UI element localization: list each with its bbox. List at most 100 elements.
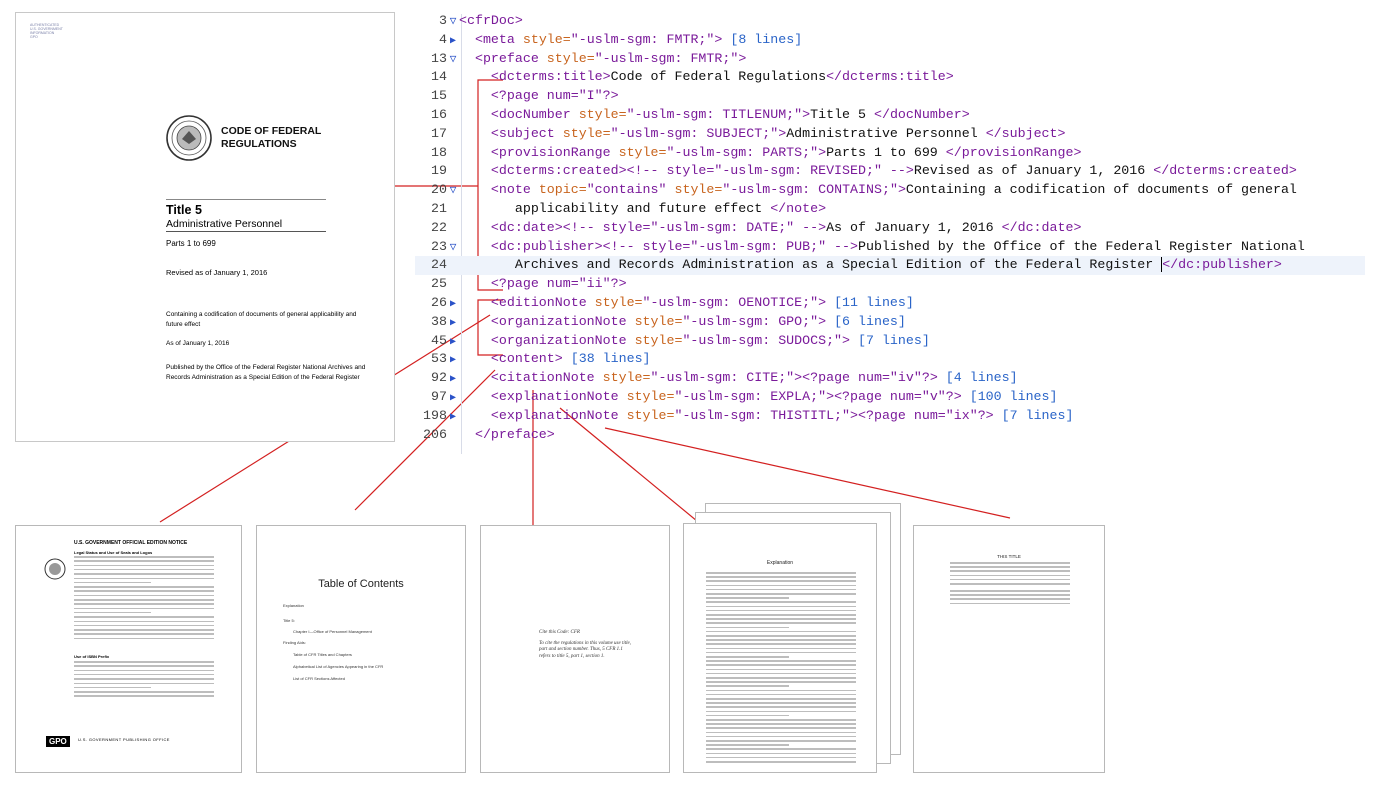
code-line[interactable]: 97▶ <explanationNote style="-uslm-sgm: E… <box>415 388 1058 407</box>
code-line[interactable]: 19 <dcterms:created><!-- style="-uslm-sg… <box>415 162 1297 181</box>
text-line-placeholder <box>74 573 214 575</box>
code-line[interactable]: 198▶ <explanationNote style="-uslm-sgm: … <box>415 407 1073 426</box>
code-line[interactable]: 21 applicability and future effect </not… <box>415 200 826 219</box>
code-line[interactable]: 15 <?page num="I"?> <box>415 87 619 106</box>
fold-open-icon[interactable]: ▽ <box>449 53 457 66</box>
code-token[interactable]: [11 lines] <box>826 295 914 310</box>
code-line[interactable]: 26▶ <editionNote style="-uslm-sgm: OENOT… <box>415 294 914 313</box>
text-line-placeholder <box>74 691 214 693</box>
text-line-placeholder <box>706 647 856 650</box>
code-line[interactable]: 45▶ <organizationNote style="-uslm-sgm: … <box>415 332 930 351</box>
code-token[interactable]: [7 lines] <box>993 407 1074 423</box>
text-line-placeholder <box>706 677 856 679</box>
code-token[interactable]: [4 lines] <box>937 370 1018 386</box>
code-token: </note> <box>770 201 827 216</box>
code-token: As of January 1, 2016 <box>826 219 1002 235</box>
cover-cfr-title: CODE OF FEDERAL REGULATIONS <box>221 125 322 150</box>
code-token: <organizationNote <box>490 313 635 329</box>
code-line[interactable]: 206 </preface> <box>415 426 555 445</box>
code-token: > <box>802 107 811 122</box>
code-token: <dcterms:created> <box>490 163 627 179</box>
code-token: "-uslm-sgm: OENOTICE;" <box>642 295 819 310</box>
code-line[interactable]: 22 <dc:date><!-- style="-uslm-sgm: DATE;… <box>415 219 1081 238</box>
fold-closed-icon[interactable]: ▶ <box>449 317 457 329</box>
code-content: <explanationNote style="-uslm-sgm: THIST… <box>459 407 1074 426</box>
text-line-placeholder <box>706 681 856 683</box>
code-token: > <box>826 389 835 404</box>
text-line-placeholder <box>74 665 214 667</box>
text-line-placeholder <box>706 597 789 599</box>
text-line-placeholder <box>706 714 789 717</box>
code-token: > <box>818 144 827 160</box>
code-line[interactable]: 25 <?page num="ii"?> <box>415 275 627 294</box>
fold-closed-icon[interactable]: ▶ <box>449 299 457 310</box>
code-token: "-uslm-sgm: PARTS;" <box>666 144 819 160</box>
code-line[interactable]: 4▶ <meta style="-uslm-sgm: FMTR;"> [8 li… <box>415 31 802 50</box>
code-content: <dcterms:title>Code of Federal Regulatio… <box>459 68 954 87</box>
code-line[interactable]: 38▶ <organizationNote style="-uslm-sgm: … <box>415 313 906 332</box>
code-token: > <box>897 182 906 198</box>
code-token: "-uslm-sgm: THISTITL;" <box>674 407 851 423</box>
toc-row: List of CFR Sections Affected <box>293 676 345 681</box>
code-token: "-uslm-sgm: TITLENUM;" <box>626 107 803 122</box>
fold-closed-icon[interactable]: ▶ <box>449 411 457 423</box>
fold-closed-icon[interactable]: ▶ <box>449 355 457 367</box>
line-number: 3 <box>439 13 447 28</box>
code-line[interactable]: 14 <dcterms:title>Code of Federal Regula… <box>415 68 954 87</box>
text-line-placeholder <box>706 635 856 637</box>
notice-heading: U.S. GOVERNMENT OFFICIAL EDITION NOTICE <box>74 540 188 546</box>
xml-code-editor[interactable]: 3▽<cfrDoc>4▶ <meta style="-uslm-sgm: FMT… <box>415 12 1375 457</box>
code-token[interactable]: [38 lines] <box>562 351 651 367</box>
code-token[interactable]: [100 lines] <box>961 389 1058 404</box>
code-token[interactable]: [8 lines] <box>722 31 803 47</box>
code-line[interactable]: 18 <provisionRange style="-uslm-sgm: PAR… <box>415 144 1081 163</box>
text-line-placeholder <box>950 590 1070 592</box>
code-token: Parts 1 to 699 <box>826 144 946 160</box>
code-content: <dc:date><!-- style="-uslm-sgm: DATE;" -… <box>459 219 1082 238</box>
code-line[interactable]: 16 <docNumber style="-uslm-sgm: TITLENUM… <box>415 106 970 125</box>
code-token: <explanationNote <box>490 389 627 404</box>
code-token: > <box>850 407 859 423</box>
code-token: <dc:date> <box>490 219 563 235</box>
code-token: "-uslm-sgm: CITE;" <box>650 370 795 386</box>
code-token: <meta <box>474 31 523 47</box>
fold-closed-icon[interactable]: ▶ <box>449 393 457 404</box>
code-token: <preface <box>474 50 547 66</box>
text-line-placeholder <box>706 639 856 641</box>
code-token[interactable]: [6 lines] <box>826 313 906 329</box>
text-line-placeholder <box>706 609 856 612</box>
line-number: 20 <box>431 182 447 198</box>
code-line[interactable]: 23▽ <dc:publisher><!-- style="-uslm-sgm:… <box>415 238 1305 257</box>
text-line-placeholder <box>706 643 856 645</box>
fold-closed-icon[interactable]: ▶ <box>449 374 457 386</box>
line-number: 24 <box>431 257 447 273</box>
code-token: <dc:publisher> <box>490 238 603 254</box>
code-token: style= <box>546 50 595 66</box>
code-line[interactable]: 17 <subject style="-uslm-sgm: SUBJECT;">… <box>415 125 1065 144</box>
fold-open-icon[interactable]: ▽ <box>449 241 457 254</box>
text-line-placeholder <box>706 748 856 750</box>
thumb-explanation: Explanation <box>683 523 877 773</box>
fold-open-icon[interactable]: ▽ <box>449 185 457 198</box>
code-line[interactable]: 13▽ <preface style="-uslm-sgm: FMTR;"> <box>415 50 746 69</box>
fold-closed-icon[interactable]: ▶ <box>449 35 457 47</box>
code-token: "contains" <box>586 182 675 198</box>
line-number: 14 <box>431 69 447 85</box>
toc-row: Title 5: <box>283 618 295 623</box>
code-token: style= <box>634 313 683 329</box>
code-token: > <box>778 125 787 141</box>
code-line[interactable]: 92▶ <citationNote style="-uslm-sgm: CITE… <box>415 369 1018 388</box>
code-token[interactable]: [7 lines] <box>850 332 930 348</box>
code-content: Archives and Records Administration as a… <box>459 256 1282 275</box>
cover-parts: Parts 1 to 699 <box>166 239 216 248</box>
text-line-placeholder <box>74 633 214 635</box>
fold-closed-icon[interactable]: ▶ <box>449 336 457 348</box>
text-line-placeholder <box>706 761 856 763</box>
code-line[interactable]: 3▽<cfrDoc> <box>415 12 523 31</box>
code-line[interactable]: 24 Archives and Records Administration a… <box>415 256 1365 276</box>
code-token: <content> <box>490 351 563 367</box>
fold-open-icon[interactable]: ▽ <box>449 16 457 28</box>
code-line[interactable]: 20▽ <note topic="contains" style="-uslm-… <box>415 181 1297 200</box>
text-line-placeholder <box>74 607 214 610</box>
code-line[interactable]: 53▶ <content> [38 lines] <box>415 350 651 369</box>
